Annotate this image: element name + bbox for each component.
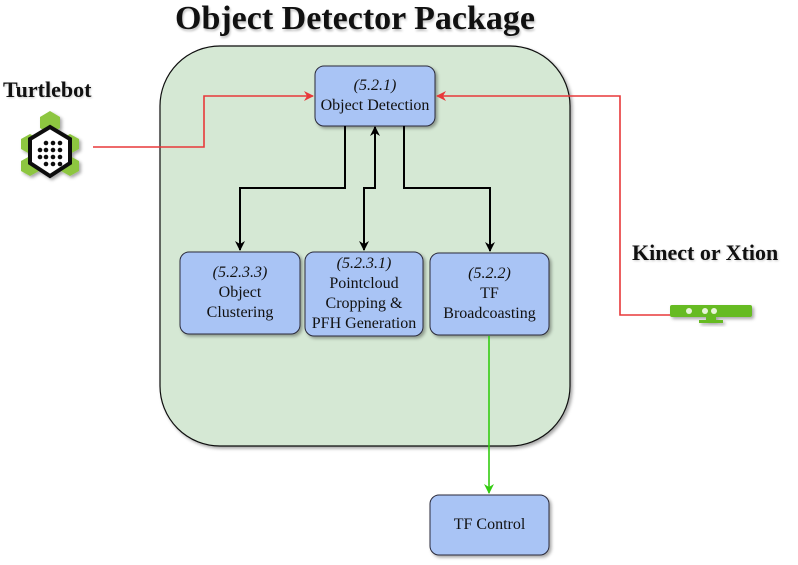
edge-detection-to-tf-broadcasting	[403, 126, 495, 252]
kinect-sensor-icon	[670, 305, 752, 323]
edge-detection-to-cropping	[359, 187, 375, 251]
turtlebot-label: Turtlebot	[3, 77, 92, 102]
node-tf-broadcasting	[429, 252, 550, 336]
kinect-label: Kinect or Xtion	[632, 240, 779, 265]
node-pointcloud-cropping	[304, 251, 424, 337]
turtlebot-icon	[21, 111, 79, 179]
node-object-clustering	[179, 251, 301, 335]
edge-detection-to-clustering	[235, 126, 346, 251]
node-object-detection	[314, 65, 436, 127]
edge-turtlebot-to-detection	[93, 91, 314, 148]
edge-kinect-to-detection	[436, 91, 670, 316]
node-tf-control	[429, 494, 550, 556]
diagram-title: Object Detector Package	[175, 0, 535, 37]
